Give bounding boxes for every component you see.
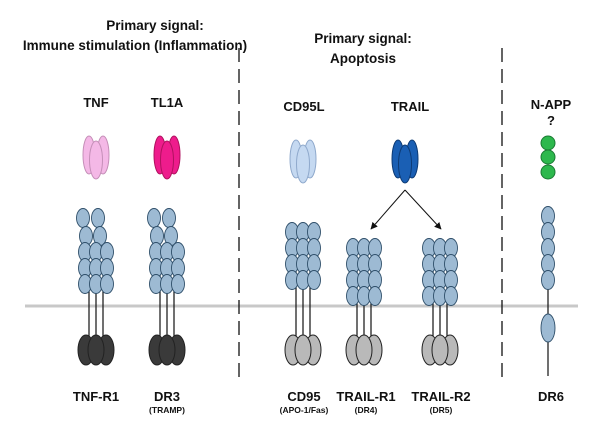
trail-trimer — [391, 139, 419, 184]
napp-bead — [540, 164, 556, 180]
header-left-line1: Primary signal: — [106, 18, 204, 33]
tl1a-trimer — [153, 135, 181, 180]
ligand-label-napp: N-APP — [530, 97, 572, 112]
trailr1-receptor-crd — [368, 286, 382, 306]
tnfr1-receptor — [76, 208, 115, 366]
receptor-sublabel-cd95: (APO-1/Fas) — [279, 405, 329, 415]
receptor-label-tnfr1: TNF-R1 — [72, 389, 120, 404]
tnf-trimer-subunit — [89, 140, 103, 180]
ligand-label-trail: TRAIL — [390, 99, 430, 114]
tnfr1-receptor-death-domain — [87, 334, 105, 366]
cd95-receptor-death-domain — [294, 334, 312, 366]
cd95l-trimer-subunit — [296, 144, 310, 184]
trailr1-receptor — [345, 238, 383, 366]
ligand-label-tl1a: TL1A — [150, 95, 184, 110]
receptor-sublabel-trailr1: (DR4) — [354, 405, 378, 415]
dr3-receptor-crd — [147, 208, 161, 228]
receptor-label-dr6: DR6 — [537, 389, 564, 404]
trail-arrow-r1 — [370, 189, 406, 230]
receptor-label-dr3: DR3 — [153, 389, 180, 404]
ligand-label-cd95l: CD95L — [283, 99, 325, 114]
trailr2-receptor-death-domain — [431, 334, 449, 366]
dr3-receptor-crd — [171, 274, 185, 294]
trail-arrow-r2 — [404, 189, 442, 230]
receptor-label-trailr1: TRAIL-R1 — [336, 389, 396, 404]
dr6-receptor — [540, 206, 556, 376]
tnfr1-receptor-crd — [100, 274, 114, 294]
trail-trimer-subunit — [398, 144, 412, 184]
cd95-receptor-crd — [307, 270, 321, 290]
dr6-crd — [541, 270, 555, 290]
tnfr1-receptor-crd — [76, 208, 90, 228]
trailr1-receptor-death-domain — [355, 334, 373, 366]
receptor-label-trailr2: TRAIL-R2 — [411, 389, 471, 404]
dr6-death-domain — [540, 313, 556, 343]
receptor-sublabel-dr3: (TRAMP) — [149, 405, 185, 415]
ligands — [82, 135, 556, 184]
ligand-label-napp-question: ? — [547, 113, 555, 128]
header-mid-line2: Apoptosis — [330, 51, 396, 66]
trailr2-receptor-crd — [444, 286, 458, 306]
receptor-label-cd95: CD95 — [287, 389, 321, 404]
receptor-sublabel-trailr2: (DR5) — [429, 405, 453, 415]
cd95l-trimer — [289, 139, 317, 184]
tnfr1-receptor-crd — [91, 208, 105, 228]
dr3-receptor-crd — [162, 208, 176, 228]
dr3-receptor — [147, 208, 186, 366]
trailr2-receptor — [421, 238, 459, 366]
tl1a-trimer-subunit — [160, 140, 174, 180]
cd95-receptor — [284, 222, 322, 366]
dr3-receptor-death-domain — [158, 334, 176, 366]
header-left-line2: Immune stimulation (Inflammation) — [22, 38, 248, 53]
napp-bead — [540, 135, 556, 151]
tnf-trimer — [82, 135, 110, 180]
napp-bead — [540, 149, 556, 165]
header-mid-line1: Primary signal: — [314, 31, 412, 46]
receptors — [76, 206, 556, 376]
ligand-label-tnf: TNF — [83, 95, 109, 110]
